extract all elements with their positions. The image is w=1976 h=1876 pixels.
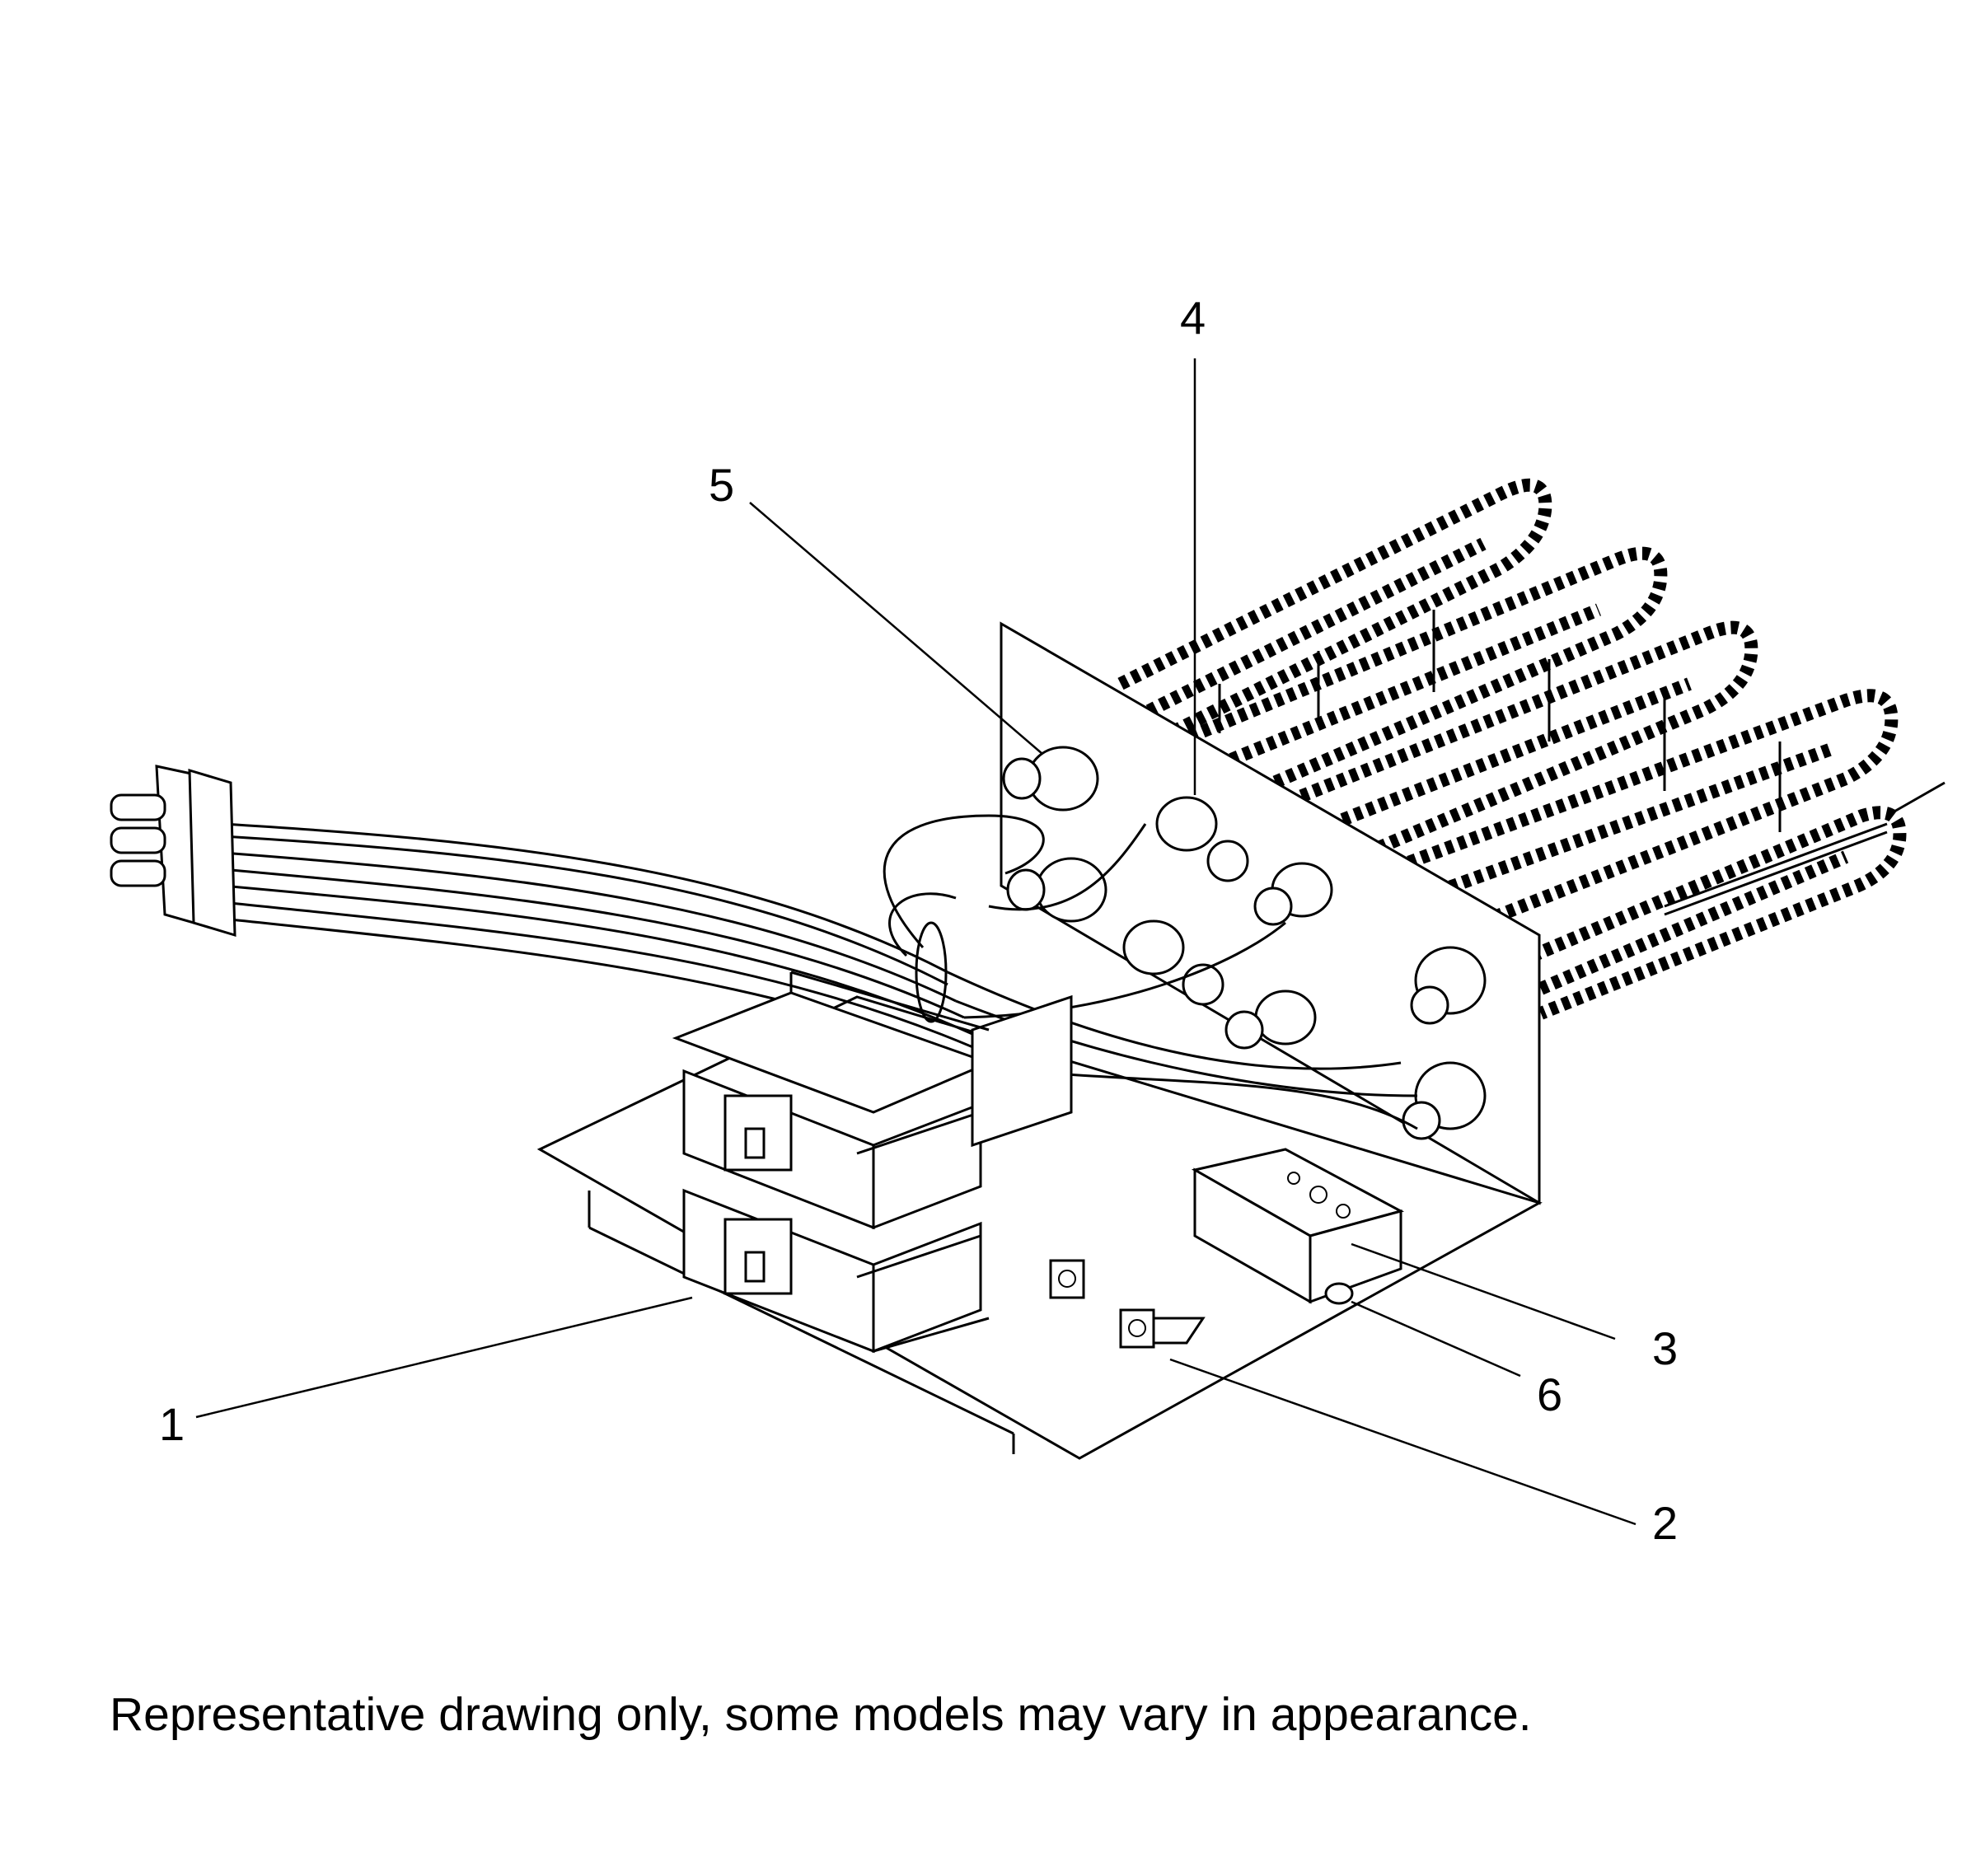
control-board <box>1191 1148 1405 1304</box>
diagram-caption: Representative drawing only, some models… <box>110 1688 1532 1741</box>
ground-lug <box>1324 1282 1354 1305</box>
callout-label-2: 2 <box>1652 1497 1678 1549</box>
limit-switch <box>1224 989 1317 1050</box>
callout-labels: 1 2 3 4 5 6 <box>159 292 1678 1549</box>
callout-leaders <box>195 358 1637 1526</box>
limit-switch <box>1402 1061 1487 1140</box>
callout-label-3: 3 <box>1652 1322 1678 1374</box>
callout-label-4: 4 <box>1180 292 1206 344</box>
limit-switch <box>1253 862 1333 926</box>
leader-3 <box>1351 1242 1616 1340</box>
terminal-lugs <box>1049 1259 1206 1349</box>
harness-connector-plug <box>110 765 236 938</box>
callout-label-5: 5 <box>709 459 734 511</box>
limit-switches <box>1002 746 1487 1140</box>
callout-label-6: 6 <box>1537 1368 1562 1420</box>
callout-label-1: 1 <box>159 1398 185 1450</box>
leader-1 <box>195 1296 693 1419</box>
limit-switch <box>1002 746 1099 812</box>
limit-switch <box>1155 796 1249 882</box>
limit-switch <box>1410 946 1487 1025</box>
circuit-breakers <box>672 991 993 1354</box>
contactor-block <box>789 971 1073 1148</box>
coil-support-rods <box>1218 610 1946 916</box>
leader-5 <box>749 502 1043 755</box>
leader-6 <box>1351 1300 1521 1378</box>
heating-element-coils <box>1117 478 1907 1020</box>
leader-2 <box>1169 1358 1637 1526</box>
